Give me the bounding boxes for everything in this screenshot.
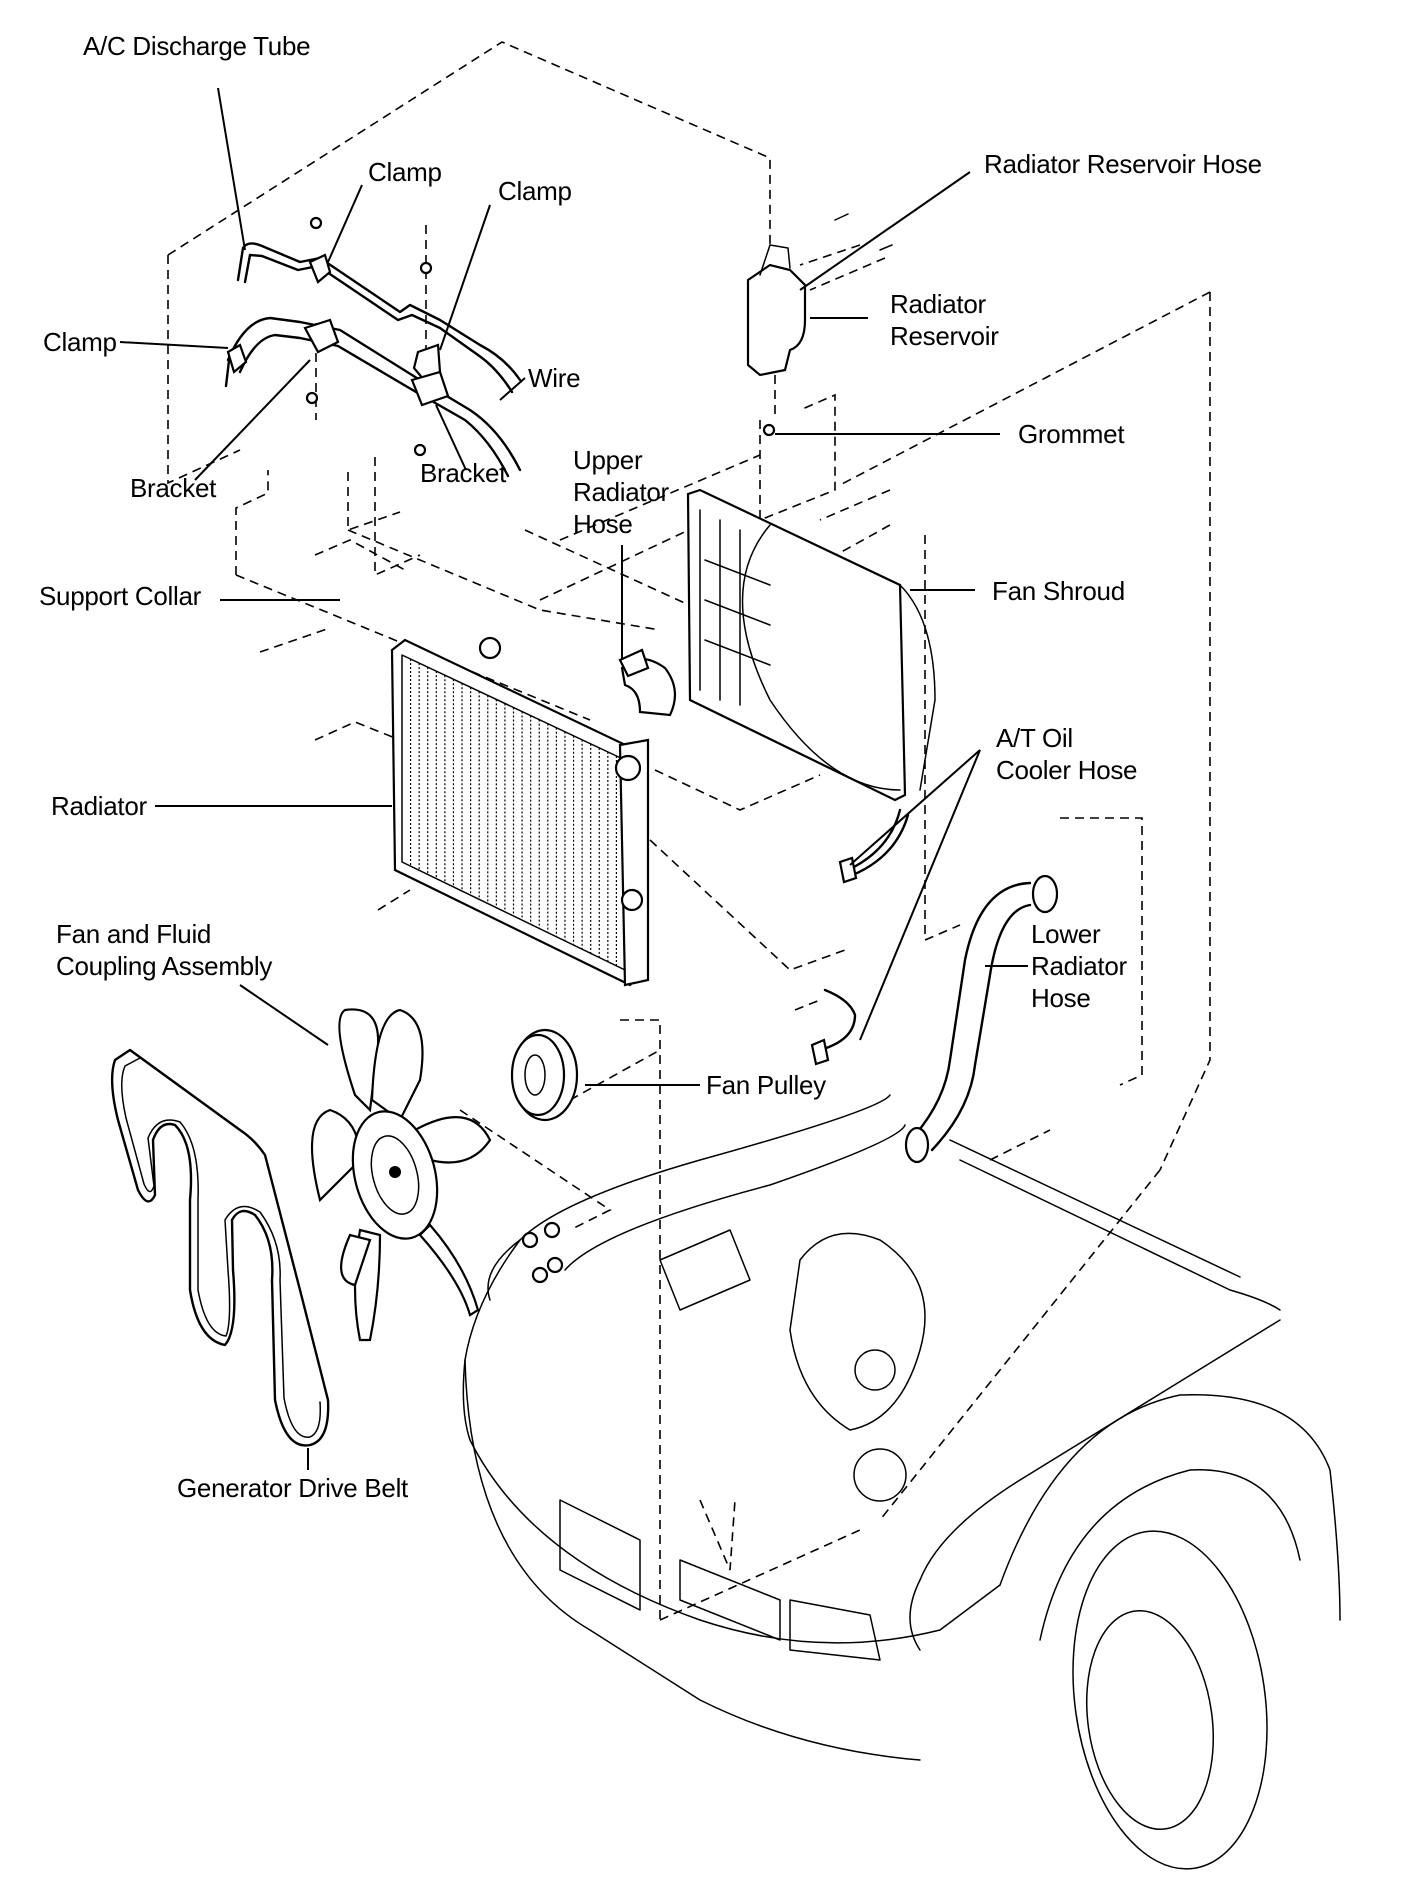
label-radiator-reservoir: Radiator Reservoir <box>890 288 999 352</box>
label-radiator-reservoir-hose: Radiator Reservoir Hose <box>984 149 1262 179</box>
label-line: Coupling Assembly <box>56 951 273 981</box>
vehicle-front-drawing <box>462 1094 1341 1870</box>
label-bracket-left: Bracket <box>130 473 217 503</box>
label-line: A/T Oil <box>996 723 1073 753</box>
label-fan-pulley: Fan Pulley <box>706 1070 826 1100</box>
label-support-collar: Support Collar <box>39 581 201 611</box>
upper-radiator-hose-drawing <box>618 648 677 717</box>
label-bracket-mid: Bracket <box>420 458 507 488</box>
assembly-guide-lines <box>167 41 1211 1621</box>
label-at-oil-cooler-hose: A/T Oil Cooler Hose <box>996 722 1138 786</box>
label-line: Radiator <box>890 289 986 319</box>
wire-harness-drawing <box>224 316 522 478</box>
label-upper-radiator-hose: Upper Radiator Hose <box>573 444 669 540</box>
label-line: Reservoir <box>890 321 999 351</box>
radiator-fins <box>409 659 618 966</box>
at-oil-cooler-hose-drawing <box>810 808 910 1066</box>
label-line: Radiator <box>1031 951 1127 981</box>
label-line: Fan and Fluid <box>56 919 212 949</box>
radiator-drawing <box>390 636 650 987</box>
fan-drawing <box>310 1008 492 1342</box>
label-clamp-left: Clamp <box>43 327 117 357</box>
label-fan-fluid-coupling-assembly: Fan and Fluid Coupling Assembly <box>56 918 272 982</box>
label-line: Lower <box>1031 919 1101 949</box>
label-line: Hose <box>573 509 633 539</box>
label-line: Hose <box>1031 983 1091 1013</box>
label-line: Upper <box>573 445 643 475</box>
label-generator-drive-belt: Generator Drive Belt <box>177 1473 408 1503</box>
label-wire: Wire <box>528 363 581 393</box>
fan-shroud-drawing <box>686 488 936 802</box>
label-clamp-right: Clamp <box>498 176 572 206</box>
radiator-reservoir-drawing <box>746 213 893 437</box>
label-radiator: Radiator <box>51 791 147 821</box>
ac-discharge-tube-drawing <box>236 216 522 394</box>
leader-lines <box>119 87 1028 1470</box>
label-line: Cooler Hose <box>996 755 1138 785</box>
label-lower-radiator-hose: Lower Radiator Hose <box>1031 918 1127 1014</box>
generator-drive-belt-drawing <box>110 1048 330 1447</box>
label-line: Radiator <box>573 477 669 507</box>
label-clamp-top: Clamp <box>368 157 442 187</box>
fan-pulley-drawing <box>510 1028 579 1122</box>
label-grommet: Grommet <box>1018 419 1125 449</box>
label-ac-discharge-tube: A/C Discharge Tube <box>83 31 311 61</box>
fan-nuts <box>521 1221 564 1284</box>
lower-radiator-hose-drawing <box>904 874 1059 1164</box>
label-fan-shroud: Fan Shroud <box>992 576 1125 606</box>
